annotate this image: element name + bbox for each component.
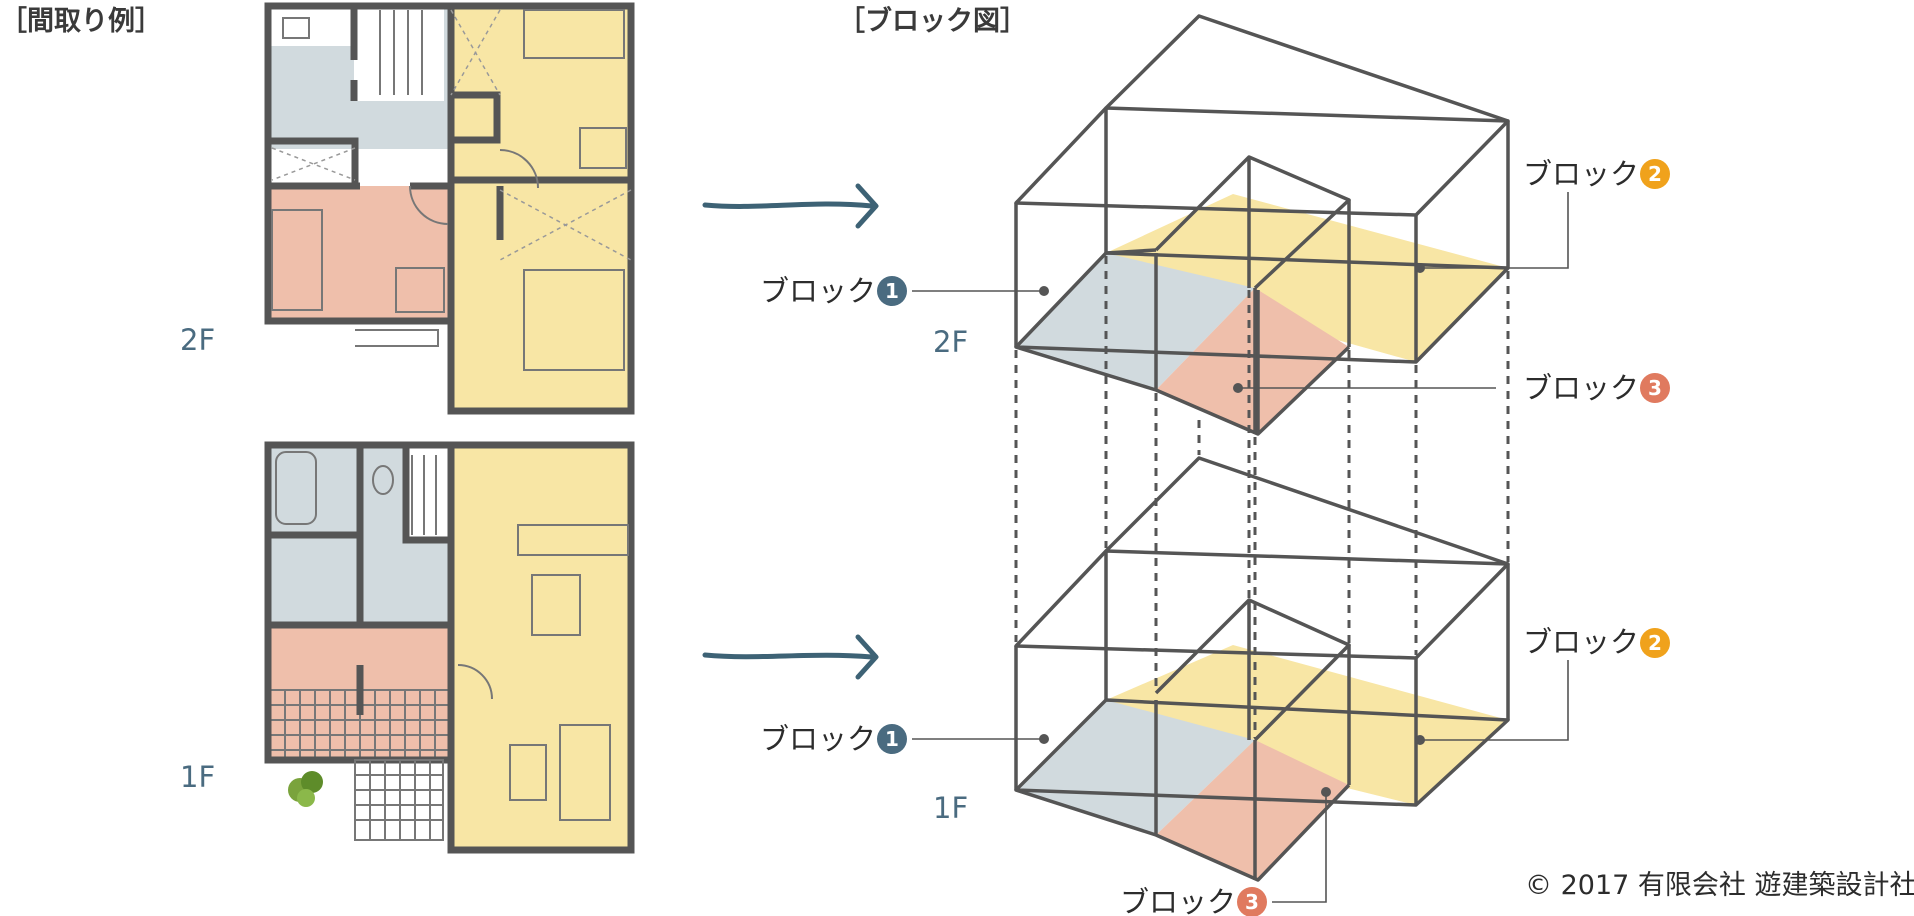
label-1f-block1: ブロック: [760, 722, 876, 756]
1f-block2-floor: [1106, 645, 1508, 805]
badge-2f-block1: [877, 276, 907, 306]
svg-text:2: 2: [1648, 631, 1662, 655]
label-2f-block2: ブロック: [1523, 157, 1639, 191]
svg-text:3: 3: [1245, 890, 1259, 914]
2f-room-pink: [268, 186, 448, 321]
block-diagram-2f: [1014, 14, 1510, 436]
label-2f-block1: ブロック: [760, 274, 876, 308]
floorplan-2f: [264, 2, 635, 415]
block-2f-label: 2F: [933, 325, 968, 359]
1f-block3-floor: [1156, 740, 1349, 880]
plan-2f-label: 2F: [180, 323, 215, 357]
copyright-text: © 2017 有限会社 遊建築設計社: [1525, 870, 1914, 901]
1f-ldk-yellow: [451, 445, 631, 850]
svg-text:1: 1: [885, 279, 899, 303]
1f-block1-floor: [1016, 700, 1255, 835]
2f-block3-floor: [1156, 288, 1349, 434]
1f-kitchen-counter: [517, 524, 629, 556]
arrow-1f: [702, 634, 879, 680]
label-1f-block2: ブロック: [1523, 625, 1639, 659]
label-1f-block3: ブロック: [1120, 885, 1236, 916]
floorplan-title: ［間取り例］: [0, 6, 162, 37]
leader-1f-block3: [1272, 792, 1327, 903]
1f-bathtub: [275, 451, 317, 525]
2f-room-yellow: [451, 6, 631, 411]
floorplan-1f: [264, 441, 635, 854]
block-diagram-1f: [1014, 456, 1510, 882]
badge-1f-block3: [1237, 887, 1267, 916]
2f-stair: [354, 6, 444, 101]
badge-1f-block1: [877, 724, 907, 754]
svg-text:2: 2: [1648, 162, 1662, 186]
label-2f-block3: ブロック: [1523, 371, 1639, 405]
2f-block2-floor: [1106, 194, 1508, 362]
2f-bed-bottom: [523, 269, 625, 371]
floor-connectors: [1014, 256, 1510, 738]
2f-block1-floor: [1016, 253, 1255, 390]
badge-1f-block2: [1640, 628, 1670, 658]
svg-text:3: 3: [1648, 376, 1662, 400]
leader-2f-block2: [1420, 192, 1569, 269]
block-1f-label: 1F: [933, 791, 968, 825]
plan-1f-label: 1F: [180, 760, 215, 794]
arrow-2f: [702, 183, 879, 229]
badge-2f-block2: [1640, 159, 1670, 189]
leader-1f-block2: [1420, 660, 1569, 741]
badge-2f-block3: [1640, 373, 1670, 403]
block-diagram-title: ［ブロック図］: [838, 5, 1027, 37]
svg-text:1: 1: [885, 727, 899, 751]
2f-bed-top: [523, 9, 625, 59]
